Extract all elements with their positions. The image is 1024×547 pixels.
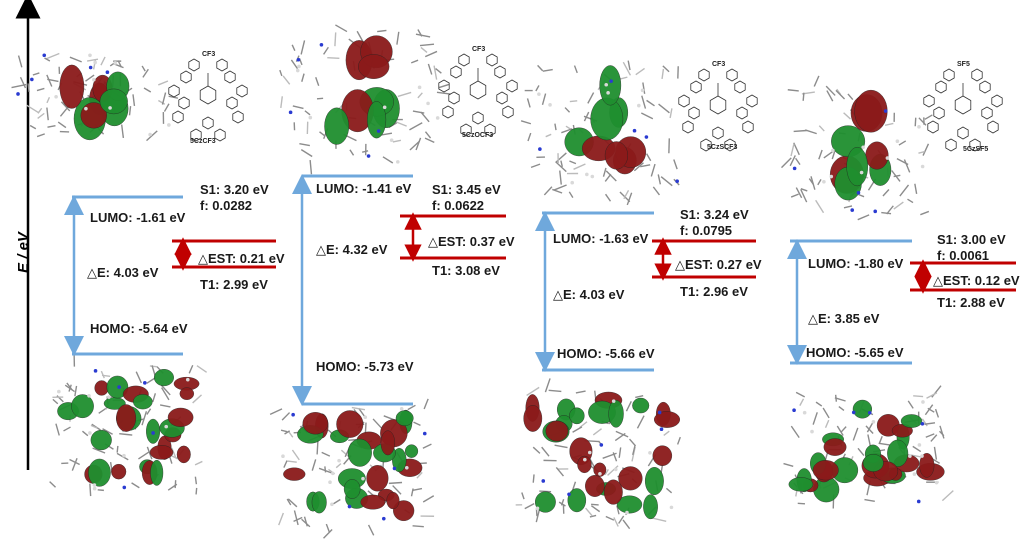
chemical-structure: [924, 69, 1002, 151]
est-label: △EST: 0.27 eV: [675, 258, 762, 271]
substituent-label: CF3: [202, 51, 215, 58]
gap-label: △E: 4.03 eV: [553, 288, 624, 301]
lumo-label: LUMO: -1.61 eV: [90, 211, 185, 224]
homo-label: HOMO: -5.64 eV: [90, 322, 188, 335]
est-label: △EST: 0.21 eV: [198, 252, 285, 265]
homo-label: HOMO: -5.73 eV: [316, 360, 414, 373]
oscillator-strength-label: f: 0.0061: [937, 249, 989, 262]
homo-orbital-image: [50, 353, 207, 496]
homo-orbital-image: [270, 399, 434, 538]
est-label: △EST: 0.12 eV: [933, 274, 1020, 287]
lumo-label: LUMO: -1.41 eV: [316, 182, 411, 195]
s1-label: S1: 3.45 eV: [432, 183, 501, 196]
homo-label: HOMO: -5.65 eV: [806, 346, 904, 359]
s1-label: S1: 3.00 eV: [937, 233, 1006, 246]
lumo-label: LUMO: -1.80 eV: [808, 257, 903, 270]
lumo-orbital-image: [12, 53, 178, 140]
t1-label: T1: 2.99 eV: [200, 278, 268, 291]
gap-label: △E: 3.85 eV: [808, 312, 879, 325]
t1-label: T1: 3.08 eV: [432, 264, 500, 277]
molecule-name: 5CzCF3: [190, 138, 216, 145]
t1-label: T1: 2.88 eV: [937, 296, 1005, 309]
chemical-structure: [169, 59, 247, 141]
homo-label: HOMO: -5.66 eV: [557, 347, 655, 360]
oscillator-strength-label: f: 0.0622: [432, 199, 484, 212]
axis-label: E / eV: [15, 232, 32, 273]
molecule-name: 5CzSCF3: [707, 144, 737, 151]
gap-label: △E: 4.03 eV: [87, 266, 158, 279]
chemical-structure: [679, 69, 757, 151]
homo-orbital-image: [784, 386, 954, 509]
oscillator-strength-label: f: 0.0795: [680, 224, 732, 237]
lumo-orbital-image: [782, 76, 933, 220]
molecule-name: 5CzOCF3: [462, 132, 493, 139]
s1-label: S1: 3.20 eV: [200, 183, 269, 196]
lumo-label: LUMO: -1.63 eV: [553, 232, 648, 245]
oscillator-strength-label: f: 0.0282: [200, 199, 252, 212]
substituent-label: CF3: [712, 61, 725, 68]
lumo-orbital-image: [280, 25, 451, 174]
t1-label: T1: 2.96 eV: [680, 285, 748, 298]
lumo-orbital-image: [521, 61, 679, 205]
molecule-name: 5CzSF5: [963, 146, 988, 153]
homo-orbital-image: [516, 378, 681, 528]
gap-label: △E: 4.32 eV: [316, 243, 387, 256]
chemical-structure: [439, 54, 517, 136]
substituent-label: SF5: [957, 61, 970, 68]
s1-label: S1: 3.24 eV: [680, 208, 749, 221]
substituent-label: CF3: [472, 46, 485, 53]
est-label: △EST: 0.37 eV: [428, 235, 515, 248]
